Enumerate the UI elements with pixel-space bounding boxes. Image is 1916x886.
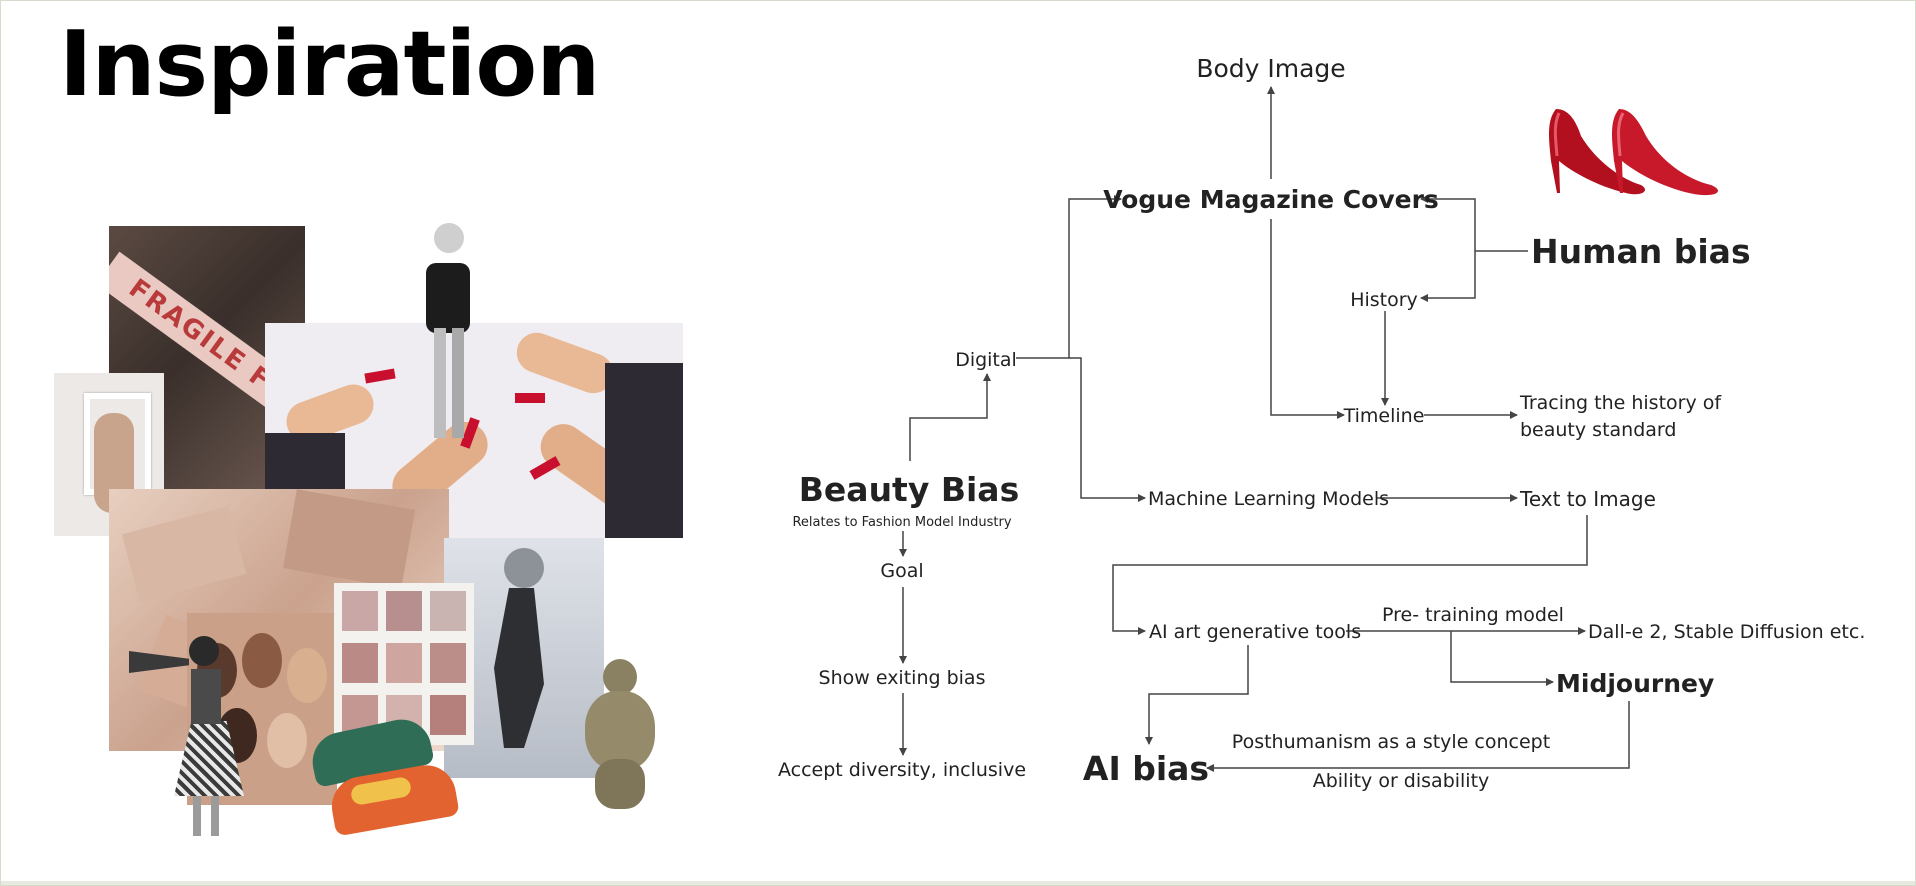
node-ml-models: Machine Learning Models xyxy=(1148,488,1389,510)
node-ability: Ability or disability xyxy=(1313,770,1490,792)
node-tracing-line1: Tracing the history of xyxy=(1519,392,1722,414)
red-heels-icon xyxy=(1548,109,1718,196)
node-ai-bias: AI bias xyxy=(1083,749,1209,788)
polaroid-grid xyxy=(334,583,474,745)
node-body-image: Body Image xyxy=(1196,54,1345,83)
node-midjourney: Midjourney xyxy=(1556,669,1714,698)
lipstick-hands-photo xyxy=(265,323,683,538)
megaphone-woman-figure xyxy=(119,631,259,841)
node-dalle: Dall-e 2, Stable Diffusion etc. xyxy=(1588,621,1865,643)
node-posthumanism: Posthumanism as a style concept xyxy=(1232,731,1550,753)
inspiration-collage: FRAGILE FR xyxy=(1,1,701,885)
node-history: History xyxy=(1350,289,1418,311)
venus-figurine xyxy=(577,659,663,812)
node-ai-art: AI art generative tools xyxy=(1149,621,1361,643)
node-timeline: Timeline xyxy=(1343,405,1425,427)
node-human-bias: Human bias xyxy=(1531,232,1751,271)
node-pretraining: Pre- training model xyxy=(1382,604,1564,626)
node-goal: Goal xyxy=(880,560,923,582)
pinup-figure xyxy=(416,223,496,447)
bottom-strip xyxy=(1,881,1915,885)
node-text-to-image: Text to Image xyxy=(1519,487,1656,511)
node-accept: Accept diversity, inclusive xyxy=(778,759,1026,781)
node-beauty-bias: Beauty Bias xyxy=(799,470,1019,509)
node-tracing-line2: beauty standard xyxy=(1520,419,1676,441)
connector-lines xyxy=(899,86,1630,772)
page-title: Inspiration xyxy=(59,12,600,117)
node-vogue: Vogue Magazine Covers xyxy=(1103,185,1439,214)
node-relates: Relates to Fashion Model Industry xyxy=(792,515,1011,530)
node-digital: Digital xyxy=(955,349,1017,371)
node-show-bias: Show exiting bias xyxy=(819,667,986,689)
